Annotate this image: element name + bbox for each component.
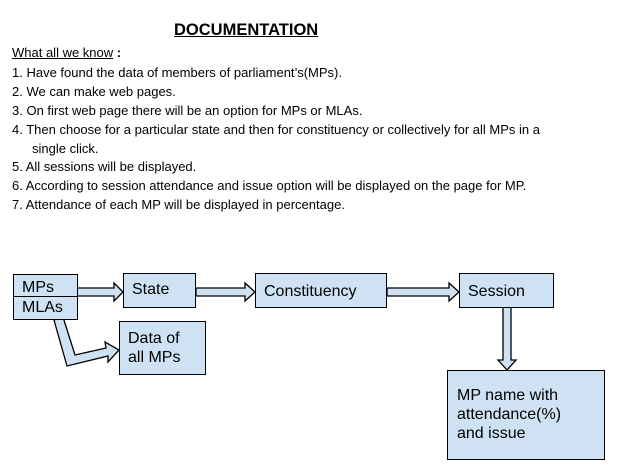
doc-line-1: 1. Have found the data of members of par… — [12, 65, 342, 80]
arrow-constituency-to-session — [386, 281, 460, 303]
all-mps-data-box[interactable]: Data of all MPs — [119, 321, 206, 375]
doc-line-4: 4. Then choose for a particular state an… — [12, 122, 540, 137]
arrow-mps-to-state — [76, 281, 124, 303]
subheading-text: What all we know — [12, 45, 114, 60]
mlas-option[interactable]: MLAs — [22, 299, 63, 316]
doc-line-6: 6. According to session attendance and i… — [12, 178, 527, 193]
doc-line-4-continued: single click. — [32, 141, 99, 156]
state-box[interactable]: State — [123, 273, 196, 308]
arrow-session-to-result — [496, 306, 518, 371]
subheading-colon: : — [116, 45, 122, 60]
arrow-mlas-to-all-mps — [53, 316, 121, 367]
documentation-title: DOCUMENTATION — [174, 21, 319, 39]
doc-line-2: 2. We can make web pages. — [12, 84, 176, 99]
all-mps-label-line2: all MPs — [128, 349, 181, 366]
mps-option[interactable]: MPs — [14, 275, 77, 297]
result-label-line2: attendance(%) — [457, 406, 562, 423]
session-box[interactable]: Session — [459, 273, 554, 308]
subheading: What all we know : — [12, 45, 121, 60]
result-label-line3: and issue — [457, 425, 526, 442]
doc-line-3: 3. On first web page there will be an op… — [12, 103, 363, 118]
result-label-line1: MP name with — [457, 387, 559, 404]
doc-line-7: 7. Attendance of each MP will be display… — [12, 197, 345, 212]
result-box: MP name with attendance(%) and issue — [447, 370, 605, 460]
arrow-state-to-constituency — [195, 281, 256, 303]
all-mps-label-line1: Data of — [128, 330, 180, 347]
mps-mlas-box: MPs MLAs — [13, 274, 78, 320]
constituency-box[interactable]: Constituency — [255, 273, 387, 308]
doc-line-5: 5. All sessions will be displayed. — [12, 159, 197, 174]
